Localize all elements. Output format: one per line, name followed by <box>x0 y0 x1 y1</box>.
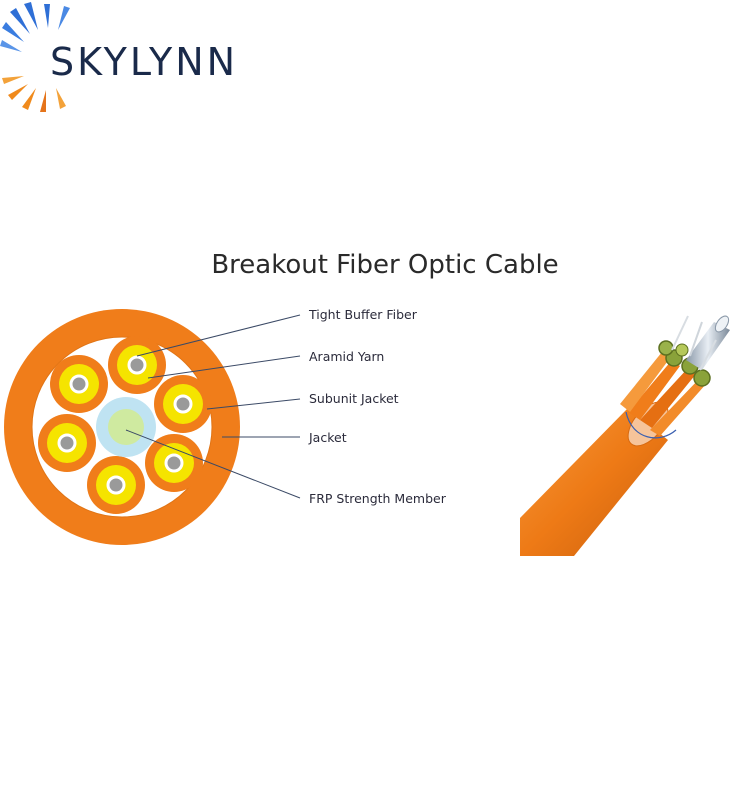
label-frp-strength-member: FRP Strength Member <box>309 491 447 506</box>
label-subunit-jacket: Subunit Jacket <box>309 391 399 406</box>
diagram-title: Breakout Fiber Optic Cable <box>211 250 559 280</box>
cable-diagram: Tight Buffer Fiber Aramid Yarn Subunit J… <box>4 307 730 556</box>
cable-cross-section <box>4 309 240 545</box>
subunit <box>87 456 145 514</box>
cable-illustration <box>520 315 730 556</box>
callout-lines <box>125 314 301 499</box>
subunit <box>50 355 108 413</box>
sunburst-logo-icon <box>0 2 70 112</box>
brand-logo <box>0 2 70 112</box>
label-jacket: Jacket <box>308 430 347 445</box>
label-aramid-yarn: Aramid Yarn <box>309 349 384 364</box>
brand-name: SKYLYNN <box>50 40 239 84</box>
subunit <box>38 414 96 472</box>
subunit <box>154 375 212 433</box>
label-tight-buffer-fiber: Tight Buffer Fiber <box>308 307 418 322</box>
subunit <box>108 336 166 394</box>
subunit <box>145 434 203 492</box>
frp-strength-member <box>108 409 144 445</box>
